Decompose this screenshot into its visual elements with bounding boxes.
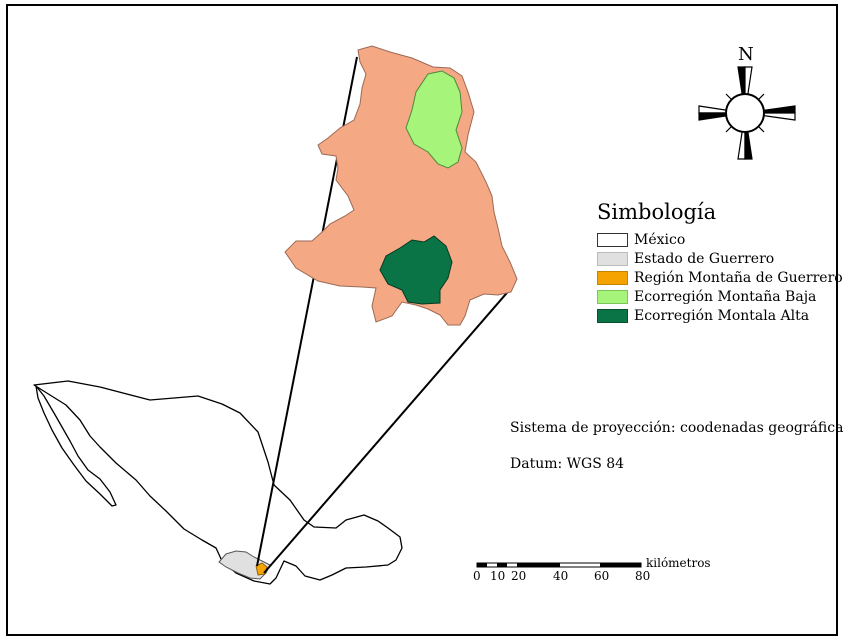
north-label: N — [738, 44, 754, 65]
ecoregion-high-mountain — [379, 235, 453, 305]
legend-label: Ecorregión Montala Alta — [634, 307, 810, 324]
legend-swatch-guerrero — [597, 251, 628, 266]
legend-label: Región Montaña de Guerrero — [634, 269, 843, 286]
scale-tick: 10 — [490, 569, 506, 583]
scale-bar — [476, 562, 642, 568]
legend-label: Ecorregión Montaña Baja — [634, 288, 817, 305]
scale-tick: 20 — [511, 569, 527, 583]
scale-tick: 60 — [594, 569, 610, 583]
legend-title: Simbología — [597, 200, 717, 224]
legend-swatch-low-mountain — [597, 289, 628, 304]
legend-swatch-montana — [597, 270, 628, 285]
legend-swatch-mexico — [597, 232, 628, 247]
scale-unit: kilómetros — [646, 556, 711, 570]
legend-item-guerrero: Estado de Guerrero — [597, 249, 844, 268]
ecoregion-low-mountain — [405, 70, 463, 169]
scale-tick: 0 — [473, 569, 481, 583]
projection-text: Sistema de proyección: coodenadas geográ… — [510, 420, 844, 436]
legend-item-montana: Región Montaña de Guerrero — [597, 268, 844, 287]
datum-text: Datum: WGS 84 — [510, 456, 625, 472]
baja-california-outline — [35, 385, 117, 507]
legend-item-mexico: México — [597, 230, 844, 249]
legend-item-high-mountain: Ecorregión Montala Alta — [597, 306, 844, 325]
north-arrow — [698, 66, 796, 160]
legend-label: México — [634, 231, 686, 248]
legend-label: Estado de Guerrero — [634, 250, 775, 267]
connector-line-right — [263, 286, 513, 574]
legend-item-low-mountain: Ecorregión Montaña Baja — [597, 287, 844, 306]
scale-tick: 40 — [553, 569, 569, 583]
mexico-outline — [33, 380, 403, 585]
legend-swatch-high-mountain — [597, 308, 628, 323]
legend: Simbología México Estado de Guerrero Reg… — [597, 200, 844, 325]
scale-tick: 80 — [635, 569, 651, 583]
